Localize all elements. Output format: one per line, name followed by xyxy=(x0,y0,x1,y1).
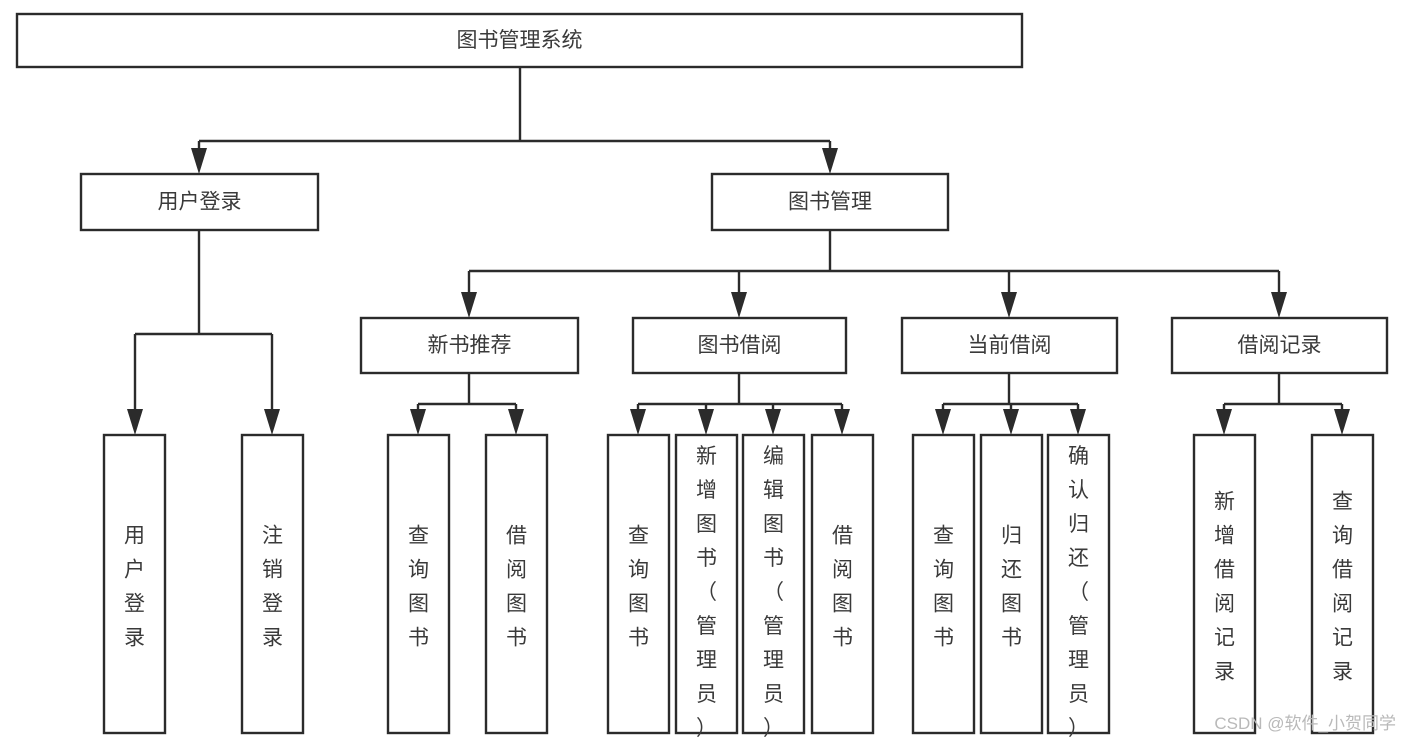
node-layer: 图书管理系统用户登录图书管理新书推荐图书借阅当前借阅借阅记录用户登录注销登录查询… xyxy=(15,12,1389,740)
node-label: 用户登录 xyxy=(124,525,145,650)
node-label: 新增借阅记录 xyxy=(1214,491,1235,684)
arrow-head-icon xyxy=(935,409,951,435)
node-label: 图书管理系统 xyxy=(457,29,583,52)
node-label: 新书推荐 xyxy=(428,334,512,357)
arrow-head-icon xyxy=(264,409,280,435)
arrow-head-icon xyxy=(191,148,207,174)
node-box[interactable] xyxy=(631,316,848,375)
level3-node-new-book-recommend[interactable]: 新书推荐 xyxy=(359,316,580,375)
leaf-node-leaf-return-book[interactable]: 归还图书 xyxy=(979,433,1044,735)
arrow-head-icon xyxy=(731,292,747,318)
node-label: 借阅图书 xyxy=(506,525,527,650)
arrow-head-icon xyxy=(822,148,838,174)
connector-book-management xyxy=(461,230,1287,318)
leaf-node-leaf-edit-book[interactable]: 编辑图书（管理员） xyxy=(741,433,806,740)
level3-node-book-borrow[interactable]: 图书借阅 xyxy=(631,316,848,375)
arrow-head-icon xyxy=(1003,409,1019,435)
node-box[interactable] xyxy=(359,316,580,375)
arrow-head-icon xyxy=(1216,409,1232,435)
leaf-node-leaf-query-book-2[interactable]: 查询图书 xyxy=(606,433,671,735)
arrow-head-icon xyxy=(1334,409,1350,435)
connector-current-borrow xyxy=(935,373,1086,435)
node-box[interactable] xyxy=(900,316,1119,375)
node-label: 用户登录 xyxy=(158,191,242,214)
node-box[interactable] xyxy=(741,433,806,735)
arrow-head-icon xyxy=(1070,409,1086,435)
arrow-head-icon xyxy=(127,409,143,435)
node-label: 查询图书 xyxy=(408,525,429,650)
leaf-node-leaf-borrow-book-2[interactable]: 借阅图书 xyxy=(810,433,875,735)
node-label: 当前借阅 xyxy=(968,334,1052,357)
connector-layer xyxy=(127,67,1350,435)
node-box[interactable] xyxy=(674,433,739,735)
node-box[interactable] xyxy=(710,172,950,232)
node-label: 编辑图书（管理员） xyxy=(763,445,784,740)
csdn-watermark: CSDN @软件_小贺同学 xyxy=(1214,714,1396,733)
node-label: 查询图书 xyxy=(628,525,649,650)
node-box[interactable] xyxy=(386,433,451,735)
arrow-head-icon xyxy=(698,409,714,435)
level2-node-book-management[interactable]: 图书管理 xyxy=(710,172,950,232)
node-label: 图书管理 xyxy=(788,191,872,214)
level3-node-current-borrow[interactable]: 当前借阅 xyxy=(900,316,1119,375)
node-box[interactable] xyxy=(1192,433,1257,735)
level3-node-borrow-record[interactable]: 借阅记录 xyxy=(1170,316,1389,375)
leaf-node-leaf-add-book[interactable]: 新增图书（管理员） xyxy=(674,433,739,740)
node-label: 借阅图书 xyxy=(832,525,853,650)
leaf-node-leaf-logout[interactable]: 注销登录 xyxy=(240,433,305,735)
connector-book-borrow xyxy=(630,373,850,435)
level2-node-user-login[interactable]: 用户登录 xyxy=(79,172,320,232)
node-box[interactable] xyxy=(79,172,320,232)
node-box[interactable] xyxy=(484,433,549,735)
node-box[interactable] xyxy=(911,433,976,735)
leaf-node-leaf-user-login[interactable]: 用户登录 xyxy=(102,433,167,735)
arrow-head-icon xyxy=(1001,292,1017,318)
connector-user-login xyxy=(127,230,280,435)
arrow-head-icon xyxy=(834,409,850,435)
leaf-node-leaf-add-record[interactable]: 新增借阅记录 xyxy=(1192,433,1257,735)
node-box[interactable] xyxy=(810,433,875,735)
connector-new-book-recommend xyxy=(410,373,524,435)
arrow-head-icon xyxy=(508,409,524,435)
node-box[interactable] xyxy=(15,12,1024,69)
root-node-root[interactable]: 图书管理系统 xyxy=(15,12,1024,69)
arrow-head-icon xyxy=(461,292,477,318)
connector-borrow-record xyxy=(1216,373,1350,435)
node-box[interactable] xyxy=(1170,316,1389,375)
leaf-node-leaf-borrow-book-1[interactable]: 借阅图书 xyxy=(484,433,549,735)
node-box[interactable] xyxy=(240,433,305,735)
node-box[interactable] xyxy=(1046,433,1111,735)
leaf-node-leaf-query-book-3[interactable]: 查询图书 xyxy=(911,433,976,735)
leaf-node-leaf-query-book-1[interactable]: 查询图书 xyxy=(386,433,451,735)
node-label: 注销登录 xyxy=(262,525,283,650)
arrow-head-icon xyxy=(765,409,781,435)
node-box[interactable] xyxy=(979,433,1044,735)
arrow-head-icon xyxy=(1271,292,1287,318)
node-label: 归还图书 xyxy=(1001,525,1022,650)
arrow-head-icon xyxy=(630,409,646,435)
connector-root xyxy=(191,67,838,174)
node-label: 确认归还（管理员） xyxy=(1068,445,1089,740)
node-box[interactable] xyxy=(606,433,671,735)
node-label: 新增图书（管理员） xyxy=(696,445,717,740)
node-label: 查询图书 xyxy=(933,525,954,650)
node-box[interactable] xyxy=(102,433,167,735)
node-label: 图书借阅 xyxy=(698,334,782,357)
leaf-node-leaf-query-record[interactable]: 查询借阅记录 xyxy=(1310,433,1375,735)
leaf-node-leaf-confirm-return[interactable]: 确认归还（管理员） xyxy=(1046,433,1111,740)
node-box[interactable] xyxy=(1310,433,1375,735)
watermark-layer: CSDN @软件_小贺同学 xyxy=(1214,714,1396,733)
arrow-head-icon xyxy=(410,409,426,435)
node-label: 查询借阅记录 xyxy=(1332,491,1353,684)
node-label: 借阅记录 xyxy=(1238,334,1322,357)
